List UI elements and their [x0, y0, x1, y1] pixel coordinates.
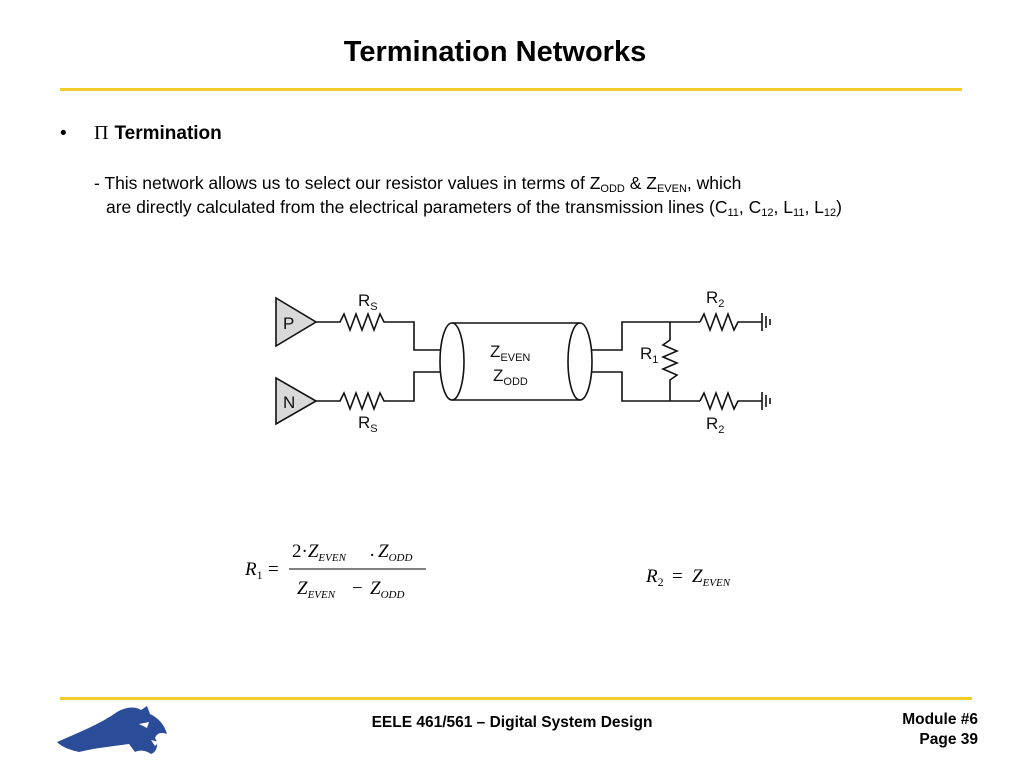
tline-z-even-label: ZEVEN — [490, 342, 530, 364]
pi-termination-circuit: P N RS RS ZEVEN ZODD R1 R2 R2 — [275, 288, 771, 436]
line2-sub-l12: 12 — [823, 207, 837, 219]
svg-text:R1: R1 — [244, 559, 263, 582]
line1-sub-odd: ODD — [600, 183, 625, 195]
r1-resistor — [660, 322, 680, 401]
rs-bottom-label: RS — [358, 413, 378, 435]
rs-top-resistor — [316, 311, 442, 351]
line2-sub-c11: 11 — [727, 207, 739, 219]
equation-r1: R1 = 2·ZEVEN · ZODD ZEVEN − ZODD — [244, 541, 426, 601]
r2-bottom-label: R2 — [706, 414, 724, 436]
footer-module: Module #6 — [902, 711, 978, 728]
r1-label: R1 — [640, 344, 658, 366]
line2-text-e: ) — [836, 197, 842, 217]
body-line-1: - This network allows us to select our r… — [94, 173, 741, 195]
tline-z-odd-label: ZODD — [493, 366, 528, 388]
line1-text-a: - This network allows us to select our r… — [94, 173, 601, 193]
svg-text:=: = — [672, 566, 683, 587]
svg-text:ZODD: ZODD — [378, 541, 412, 564]
driver-p-label: P — [283, 314, 294, 333]
line1-text-c: , which — [686, 173, 742, 193]
slide-title: Termination Networks — [343, 36, 647, 68]
r2-bottom-resistor — [699, 390, 762, 412]
line2-text-c: , L — [773, 197, 794, 217]
footer-page: Page 39 — [919, 731, 978, 748]
rs-bottom-resistor — [316, 371, 442, 412]
footer-divider — [60, 697, 972, 700]
svg-text:ZODD: ZODD — [370, 578, 404, 601]
r2-top-resistor — [699, 311, 762, 333]
line1-sub-even: EVEN — [656, 183, 687, 195]
driver-n-triangle — [275, 376, 318, 426]
pi-symbol: Π — [94, 122, 109, 144]
driver-n-label: N — [283, 393, 295, 412]
footer-page-info: Module #6 Page 39 — [902, 710, 978, 750]
bobcat-logo-icon — [57, 706, 167, 754]
line1-text-b: & Z — [624, 173, 657, 193]
svg-text:−: − — [352, 578, 363, 599]
svg-text:ZEVEN: ZEVEN — [297, 578, 336, 601]
line2-sub-c12: 12 — [761, 207, 774, 219]
svg-text:ZEVEN: ZEVEN — [692, 566, 731, 589]
line2-text-d: , L — [804, 197, 824, 217]
body-line-2: are directly calculated from the electri… — [106, 197, 842, 219]
line2-text-a: are directly calculated from the electri… — [106, 197, 728, 217]
r2-top-label: R2 — [706, 288, 724, 310]
driver-p-triangle — [275, 296, 318, 348]
footer-course: EELE 461/561 – Digital System Design — [371, 714, 653, 731]
rs-top-label: RS — [358, 291, 378, 313]
bullet-marker: • — [60, 123, 67, 144]
svg-text:·: · — [369, 545, 375, 566]
svg-text:R2: R2 — [645, 566, 664, 589]
heading-text: Termination — [114, 123, 222, 144]
svg-text:=: = — [268, 559, 279, 580]
svg-text:2·ZEVEN: 2·ZEVEN — [292, 541, 347, 564]
title-divider — [60, 88, 962, 91]
tline-right-end — [567, 322, 593, 401]
tline-left-end — [439, 322, 465, 401]
line2-text-b: , C — [738, 197, 762, 217]
equation-r2: R2 = ZEVEN — [645, 566, 731, 589]
line2-sub-l11: 11 — [793, 207, 805, 219]
